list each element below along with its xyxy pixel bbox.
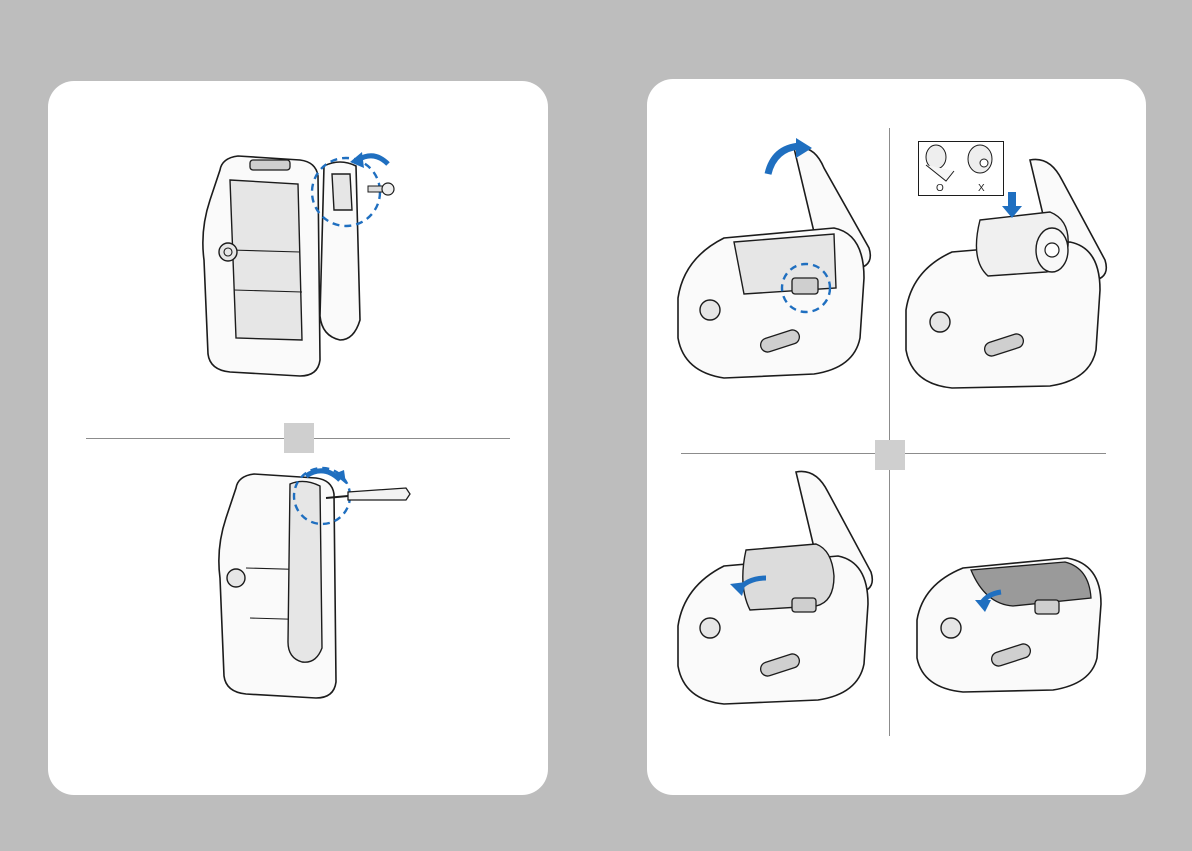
close-cover-illustration (905, 520, 1115, 700)
insert-paper-illustration (900, 160, 1130, 390)
right-vertical-divider (889, 128, 890, 736)
belt-clip-attach-illustration (206, 458, 426, 708)
belt-clip-removal-illustration (190, 140, 420, 390)
left-step-marker (284, 423, 314, 453)
pull-paper-illustration (666, 466, 886, 716)
open-cover-illustration (664, 138, 884, 388)
